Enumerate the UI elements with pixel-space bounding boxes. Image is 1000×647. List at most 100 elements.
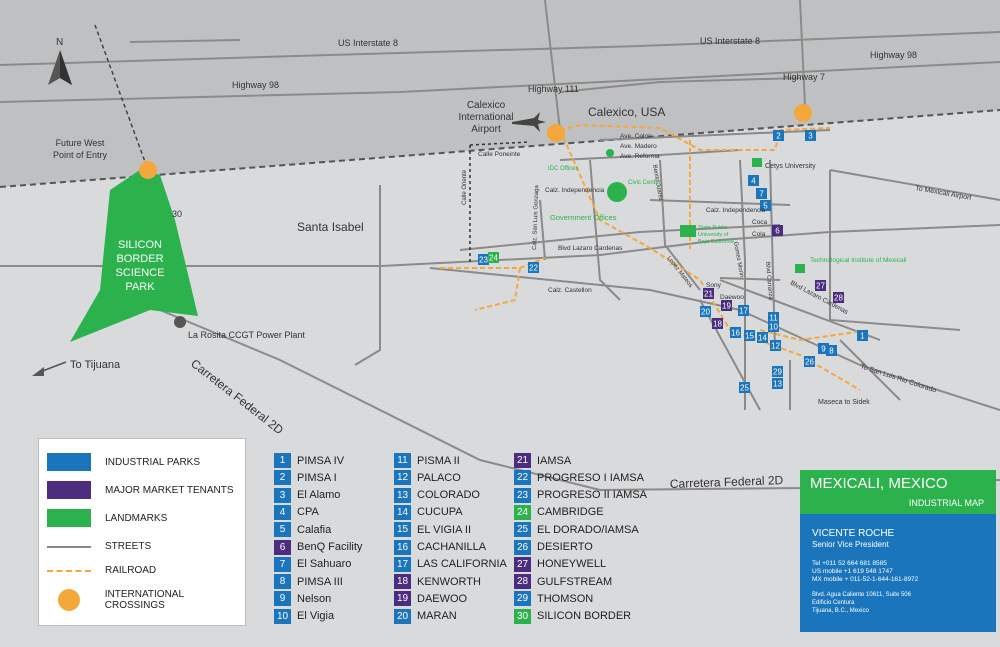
map-marker-box: [770, 340, 781, 351]
map-marker-box: [739, 382, 750, 393]
map-marker-box: [818, 343, 829, 354]
label-idc-offices: IDC Offices: [548, 166, 579, 172]
index-name: BenQ Facility: [297, 541, 363, 553]
index-name: El Vigia: [297, 610, 335, 623]
label-calle-oriente: Calle Oriente: [462, 169, 468, 205]
park-number: 30: [172, 209, 182, 219]
map-marker-box: [773, 130, 784, 141]
index-name: MARAN: [417, 610, 457, 623]
map-marker-label: 1: [860, 332, 865, 341]
contact-tel: Tel +011 52 664 681 8585: [812, 560, 887, 567]
map-marker-label: 24: [489, 254, 498, 263]
map-marker-label: 15: [745, 332, 754, 341]
crossing-calexico: [547, 124, 565, 142]
label-calz-castellon: Calz. Castellon: [548, 287, 592, 294]
map-marker-box: [712, 318, 723, 329]
index-item: 29 THOMSON: [514, 590, 593, 607]
index-number: 23: [514, 487, 531, 503]
map-marker-label: 29: [773, 368, 782, 377]
map-marker-box: [804, 356, 815, 367]
contact-name: VICENTE ROCHE: [812, 528, 895, 539]
index-name: El Sahuaro: [297, 558, 352, 571]
map-marker-label: 9: [821, 345, 826, 354]
map-marker-box: [772, 378, 783, 389]
park-label-3: SCIENCE: [116, 267, 165, 279]
map-marker-label: 11: [769, 314, 778, 323]
map-marker-box: [833, 292, 844, 303]
map-marker-box: [488, 252, 499, 263]
index-name: PIMSA I: [297, 471, 337, 484]
us-streets: [0, 0, 1000, 131]
airplane-icon: [512, 112, 546, 132]
index-name: THOMSON: [537, 592, 594, 605]
legend-label: LANDMARKS: [105, 512, 168, 524]
index-number: 29: [514, 591, 531, 607]
label-coca-1: Coca: [752, 219, 768, 226]
title-box: MEXICALI, MEXICO INDUSTRIAL MAP: [800, 470, 996, 514]
index-name: CPA: [297, 506, 319, 519]
idc-offices-marker: [606, 149, 614, 157]
index-number: 16: [394, 539, 411, 555]
index-item: 16 CACHANILLA: [394, 539, 486, 556]
label-highway-111: Highway 111: [528, 84, 579, 94]
map-title: MEXICALI, MEXICO: [810, 475, 948, 492]
index-name: PIMSA IV: [297, 454, 345, 467]
label-power-plant: La Rosita CCGT Power Plant: [188, 330, 305, 340]
index-name: DAEWOO: [417, 592, 468, 605]
index-number: 18: [394, 574, 411, 590]
legend-label: INDUSTRIAL PARKS: [105, 456, 201, 468]
legend-label: STREETS: [105, 541, 152, 552]
index-name: CACHANILLA: [417, 541, 487, 553]
map-marker-box: [700, 306, 711, 317]
map-marker-box: [857, 330, 868, 341]
legend-row-crossings: INTERNATIONAL CROSSINGS: [47, 589, 245, 611]
label-future-entry-1: Future West: [56, 138, 105, 148]
contact-address-3: Tijuana, B.C., Mexico: [812, 608, 869, 614]
index-number: 25: [514, 522, 531, 538]
index-number: 12: [394, 470, 411, 486]
index-number: 28: [514, 574, 531, 590]
label-daewoo: Daewoo: [720, 294, 744, 301]
label-highway-98-a: Highway 98: [232, 80, 279, 90]
index-name: EL VIGIA II: [417, 523, 472, 536]
tech-institute-marker: [795, 264, 805, 273]
index-name: IAMSA: [537, 454, 572, 467]
map-marker-box: [528, 262, 539, 273]
index-number: 1: [274, 453, 291, 468]
label-future-entry-2: Point of Entry: [53, 150, 108, 160]
index-number: 2: [274, 470, 291, 486]
map-marker-label: 13: [773, 380, 782, 389]
map-marker-label: 5: [763, 202, 768, 211]
contact-mx-mobile: MX mobile + 011-52-1-644-161-8972: [812, 576, 919, 583]
contact-address-2: Edificio Centura: [812, 600, 855, 606]
index-name: Nelson: [297, 592, 332, 605]
map-marker-box: [744, 330, 755, 341]
civic-center-marker: [607, 182, 627, 202]
index-name: PIMSA III: [297, 575, 343, 588]
index-name: PROGRESO II IAMSA: [537, 489, 648, 502]
index-number: 20: [394, 608, 411, 624]
map-marker-label: 16: [731, 329, 740, 338]
index-name: PROGRESO I IAMSA: [537, 471, 644, 484]
map-marker-label: 23: [479, 256, 488, 265]
label-carretera-horizontal: Carretera Federal 2D: [670, 473, 784, 491]
label-us-interstate-8-a: US Interstate 8: [338, 38, 398, 48]
index-number: 26: [514, 539, 531, 555]
label-calexico-usa: Calexico, USA: [588, 105, 665, 119]
index-name: CUCUPA: [417, 506, 463, 519]
map-marker-label: 8: [829, 347, 834, 356]
contact-address-1: Blvd. Agua Caliente 10611, Suite 506: [812, 592, 911, 598]
legend-row-industrial: INDUSTRIAL PARKS: [47, 453, 200, 471]
label-tech-institute: Technological Institute of Mexicali: [810, 257, 906, 264]
